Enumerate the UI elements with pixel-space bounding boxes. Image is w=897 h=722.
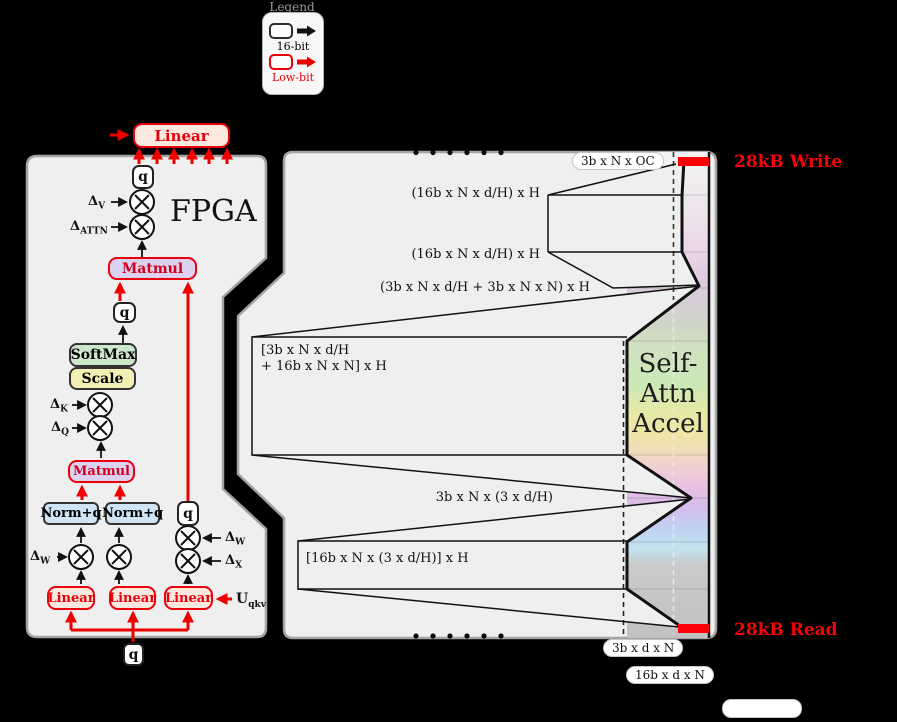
band-input-label: [16b x N x (3 x d/H)] x H	[306, 551, 469, 566]
uqkv-input-label: Uqkv	[236, 591, 266, 610]
linear-output-box: Linear	[133, 123, 230, 148]
delta-x-label: ΔX	[225, 553, 243, 571]
band-attn-label: (3b x N x d/H + 3b x N x N) x H	[380, 280, 590, 295]
blank-pill	[722, 699, 802, 718]
multiply-node-attn	[129, 214, 155, 240]
normq-box-b: Norm+q	[102, 502, 163, 525]
legend-16bit-label: 16-bit	[276, 40, 310, 53]
band-qkv-label: 3b x N x (3 x d/H)	[435, 490, 553, 505]
read-size-pill-16: 16b x d x N	[626, 666, 714, 684]
multiply-nodes	[68, 189, 201, 574]
lowbit-arrow-icon	[296, 56, 316, 68]
16bit-arrow-icon	[296, 25, 316, 37]
delta-attn-label: ΔATTN	[70, 219, 108, 237]
lowbit-box-icon	[268, 54, 293, 70]
read-bar	[678, 624, 709, 633]
band-k-label: (16b x N x d/H) x H	[411, 247, 540, 262]
write-bar	[678, 157, 709, 166]
quant-box-right: q	[177, 501, 199, 526]
16bit-box-icon	[268, 23, 293, 39]
quant-box-mid: q	[113, 302, 136, 323]
delta-w-right-label: ΔW	[225, 530, 246, 548]
multiply-node-w-right	[175, 525, 201, 551]
legend-box: 16-bit Low-bit	[262, 12, 324, 95]
fpga-title: FPGA	[170, 194, 257, 229]
16bit-arrows	[57, 197, 221, 584]
band-v-label: (16b x N x d/H) x H	[411, 186, 540, 201]
memory-funnel-fill	[252, 163, 699, 627]
delta-k-label: ΔK	[50, 397, 68, 415]
output-size-pill: 3b x N x OC	[572, 152, 664, 170]
matmul-attn-box: Matmul	[108, 257, 197, 280]
continuation-dots	[413, 149, 504, 639]
matmul-qk-box: Matmul	[68, 460, 135, 483]
normq-box-a: Norm+q	[40, 502, 102, 525]
linear-k-box: Linear	[109, 586, 156, 610]
delta-q-label: ΔQ	[51, 420, 69, 438]
linear-q-box: Linear	[47, 586, 95, 610]
memory-funnel-outline	[251, 163, 700, 628]
softmax-box: SoftMax	[69, 343, 137, 367]
linear-v-box: Linear	[164, 586, 213, 610]
band-qk-label: [3b x N x d/H + 16b x N x N] x H	[261, 343, 387, 374]
legend-title: Legend	[269, 0, 315, 14]
accelerator-boundary	[625, 159, 701, 628]
read-size-pill-low: 3b x d x N	[603, 639, 684, 657]
read-bandwidth-label: 28kB Read	[734, 620, 838, 640]
quant-box-top: q	[132, 165, 154, 189]
multiply-node-w-left	[68, 544, 94, 570]
multiply-node-x	[175, 548, 201, 574]
lowbit-arrows	[65, 129, 233, 642]
multiply-node-v	[129, 189, 155, 215]
self-attn-accel-label: Self- Attn Accel	[632, 349, 704, 439]
write-bandwidth-label: 28kB Write	[734, 152, 843, 172]
scale-box: Scale	[69, 367, 136, 390]
multiply-node-k	[87, 392, 113, 418]
legend-lowbit-label: Low-bit	[271, 71, 315, 84]
quant-box-input: q	[123, 643, 144, 666]
multiply-node-mid	[106, 544, 132, 570]
sram-dashed-lines	[622, 152, 675, 634]
multiply-node-q	[87, 415, 113, 441]
delta-v-label: ΔV	[88, 194, 106, 212]
delta-w-left-label: ΔW	[30, 549, 51, 567]
